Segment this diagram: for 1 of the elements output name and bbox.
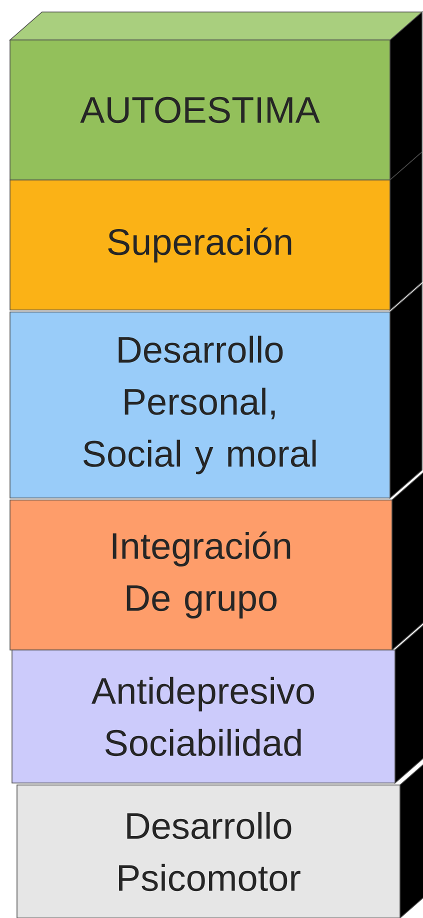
block: Desarrollo Psicomotor [16, 756, 423, 918]
